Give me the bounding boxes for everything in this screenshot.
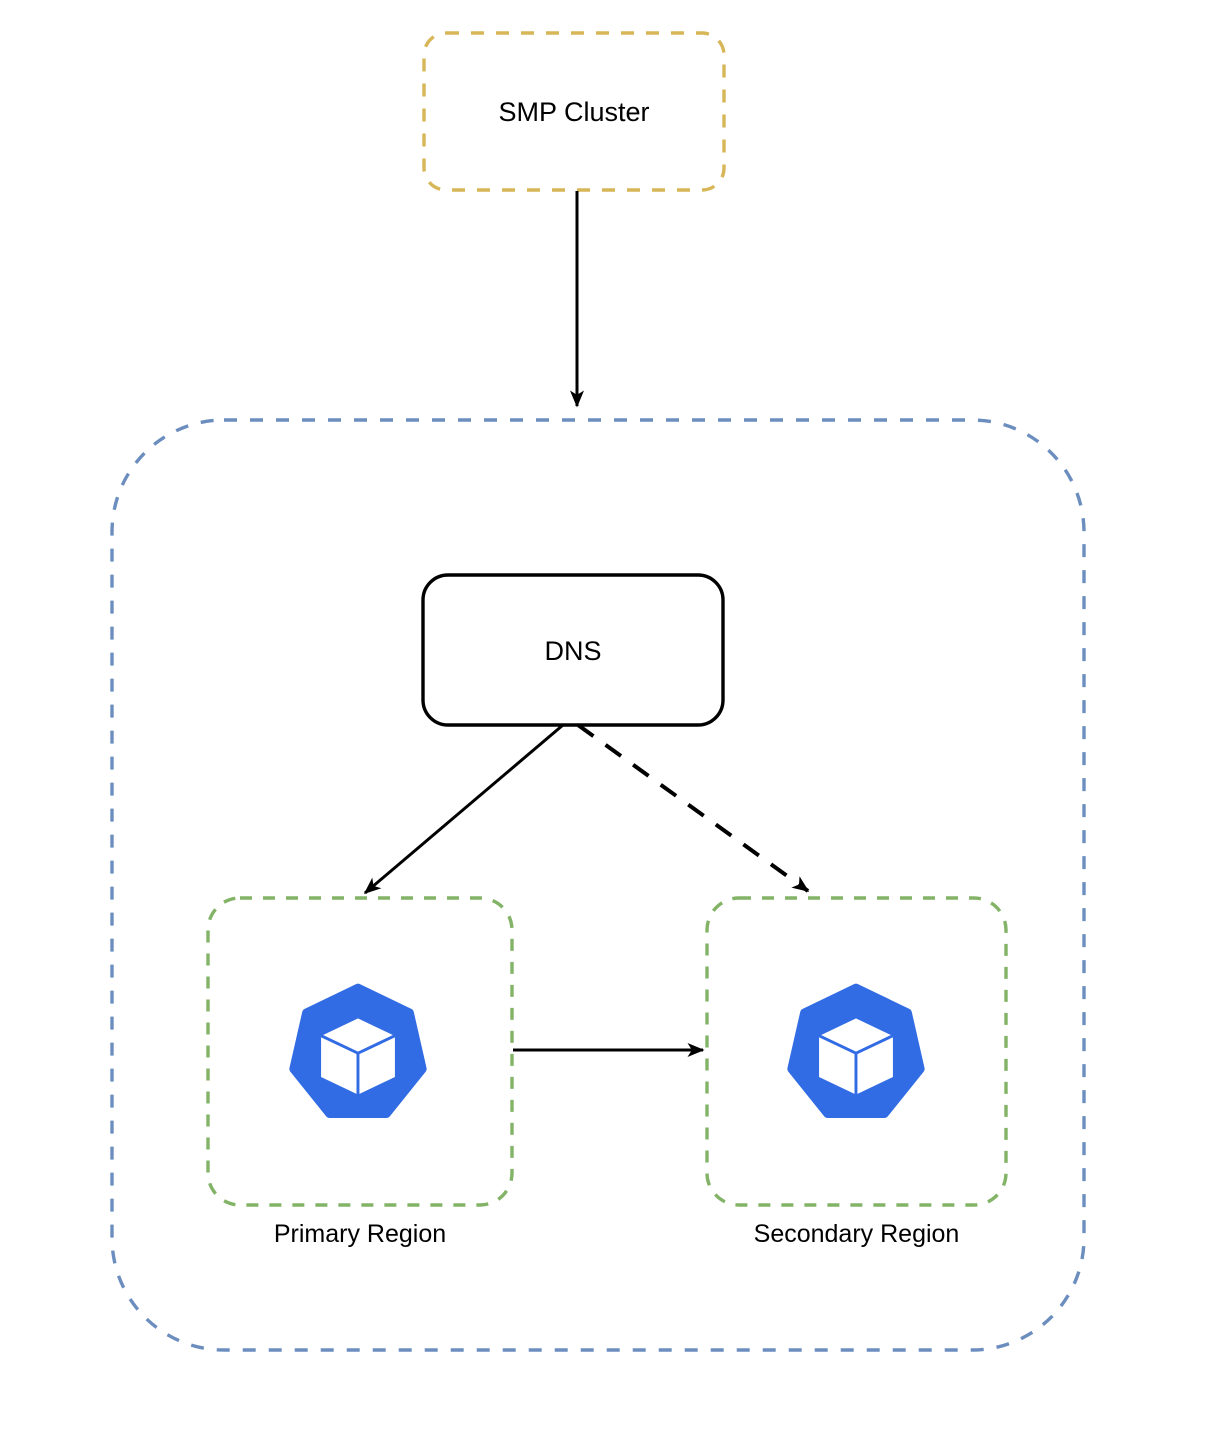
smp-cluster-box[interactable]: [422, 31, 726, 192]
kubernetes-icon: [787, 983, 925, 1118]
dns-box[interactable]: [421, 573, 725, 727]
edge-dns-to-primary: [363, 723, 564, 895]
edge-dns-to-secondary: [576, 723, 810, 893]
platform-boundary-box[interactable]: [110, 418, 1086, 1352]
primary-region-label: Primary Region: [273, 1220, 447, 1248]
dns-label: DNS: [544, 636, 602, 666]
smp-cluster-label: SMP Cluster: [498, 97, 650, 127]
kubernetes-icon: [289, 983, 427, 1118]
secondary-region-label: Secondary Region: [753, 1220, 960, 1248]
